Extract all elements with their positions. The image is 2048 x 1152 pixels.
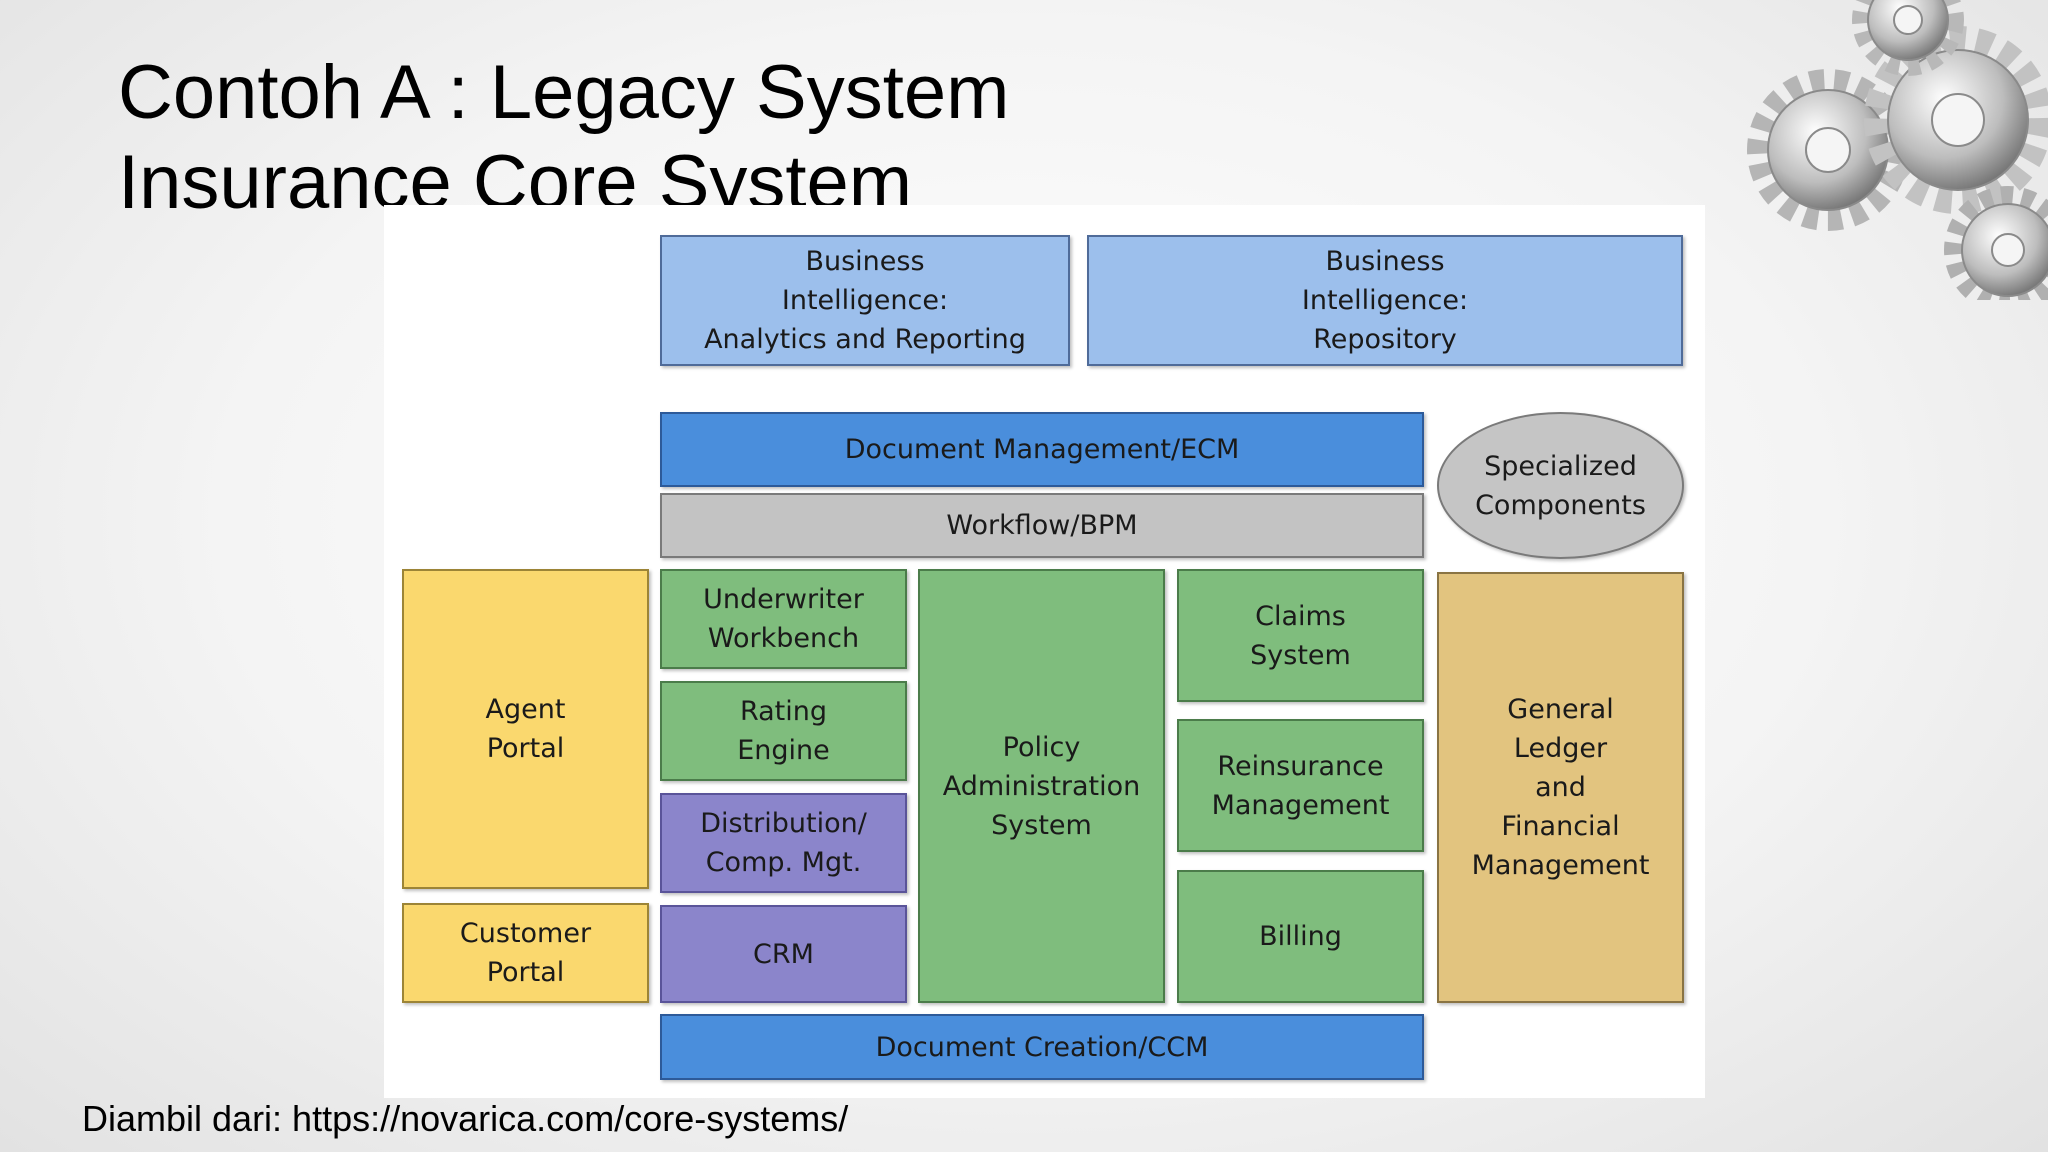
document-management-box: Document Management/ECM (660, 412, 1424, 487)
gears-decoration-icon (1747, 0, 2048, 300)
agent-portal-box: Agent Portal (402, 569, 649, 889)
underwriter-workbench-box: Underwriter Workbench (660, 569, 907, 669)
crm-box: CRM (660, 905, 907, 1003)
customer-portal-box: Customer Portal (402, 903, 649, 1003)
workflow-box: Workflow/BPM (660, 493, 1424, 558)
claims-system-box: Claims System (1177, 569, 1424, 702)
bi-analytics-box: Business Intelligence: Analytics and Rep… (660, 235, 1070, 366)
specialized-components-ellipse: Specialized Components (1437, 412, 1684, 559)
rating-engine-box: Rating Engine (660, 681, 907, 781)
diagram-panel: Business Intelligence: Analytics and Rep… (384, 205, 1705, 1098)
slide-title: Contoh A : Legacy System Insurance Core … (118, 48, 1009, 228)
policy-administration-box: Policy Administration System (918, 569, 1165, 1003)
bi-repository-box: Business Intelligence: Repository (1087, 235, 1683, 366)
general-ledger-box: General Ledger and Financial Management (1437, 572, 1684, 1003)
title-line-1: Contoh A : Legacy System (118, 50, 1010, 135)
billing-box: Billing (1177, 870, 1424, 1003)
document-creation-box: Document Creation/CCM (660, 1014, 1424, 1080)
reinsurance-box: Reinsurance Management (1177, 719, 1424, 852)
source-caption: Diambil dari: https://novarica.com/core-… (82, 1098, 849, 1139)
distribution-box: Distribution/ Comp. Mgt. (660, 793, 907, 893)
